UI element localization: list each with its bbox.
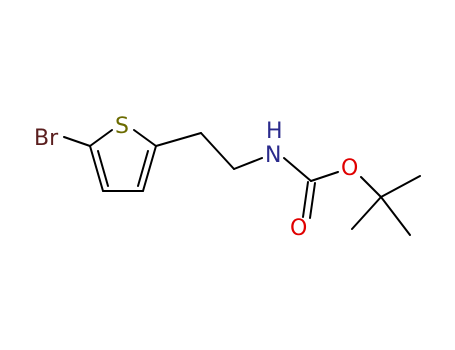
bond-cq-me3 bbox=[380, 196, 411, 236]
bond-s-c2 bbox=[133, 129, 157, 147]
bond-n-c bbox=[283, 157, 312, 182]
bond-c-o-carbonyl-2 bbox=[309, 182, 316, 219]
bond-cq-me2 bbox=[351, 196, 382, 230]
bond-c5-s bbox=[89, 129, 113, 147]
bond-c4-c5 bbox=[89, 145, 104, 192]
bond-c5-br bbox=[63, 136, 91, 147]
bond-cq-me1 bbox=[380, 175, 421, 198]
bond-o-cq bbox=[360, 176, 382, 198]
bond-c2-c3 bbox=[142, 145, 157, 192]
sulfur-label: S bbox=[115, 114, 129, 139]
bromine-label: Br bbox=[34, 126, 59, 151]
bond-ch2a-ch2b bbox=[200, 132, 235, 170]
nitrogen-label: N bbox=[265, 143, 281, 168]
bond-c-o-carbonyl-1 bbox=[302, 181, 309, 218]
nh-hydrogen-label: H bbox=[266, 119, 283, 144]
bond-c2-ch2a bbox=[155, 132, 202, 147]
bond-ch2b-n bbox=[233, 157, 263, 170]
bond-c-o-ester bbox=[310, 171, 339, 182]
ester-oxygen-label: O bbox=[341, 156, 358, 181]
bond-c4-c5-inner bbox=[97, 150, 109, 187]
bond-c2-c3-inner bbox=[137, 150, 149, 187]
carbonyl-oxygen-label: O bbox=[290, 216, 307, 241]
